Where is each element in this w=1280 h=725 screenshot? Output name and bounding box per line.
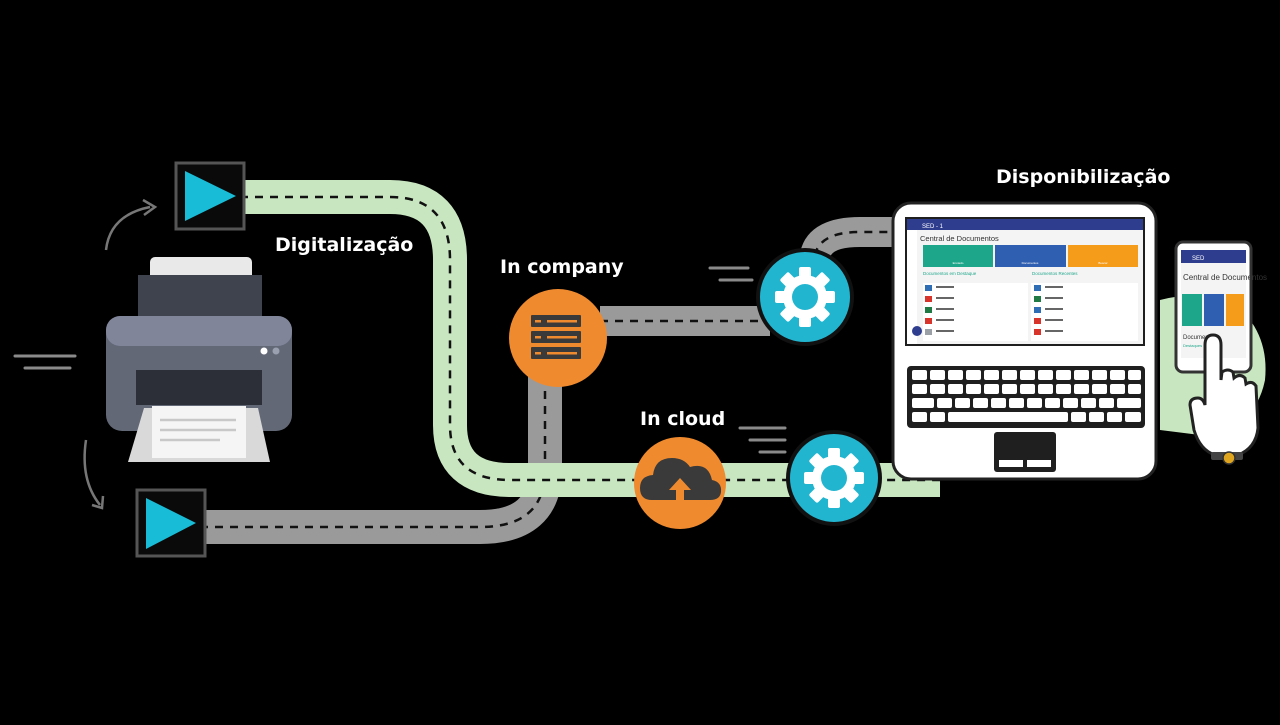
disponibilizacao-label: Disponibilização — [996, 166, 1171, 188]
digitalizacao-label: Digitalização — [275, 234, 414, 256]
phone-app-name: SED — [1192, 256, 1205, 262]
laptop-tile-label: Buscar — [1098, 261, 1107, 265]
gray-path-upper — [600, 217, 920, 336]
laptop-screen-title: Central de Documentos — [920, 234, 999, 243]
laptop-tile-label: Documentos — [1022, 261, 1039, 265]
keyboard — [912, 370, 1141, 422]
play-icon — [135, 488, 207, 558]
laptop-document-list — [923, 283, 1138, 341]
phone-screen-title: Central de Documentos — [1183, 273, 1267, 282]
laptop-tile-label: Enviado — [953, 261, 964, 265]
server-icon — [509, 289, 607, 387]
curved-arrows — [83, 198, 158, 510]
gear-icon — [786, 430, 882, 526]
laptop-app-name: SED - 1 — [922, 224, 944, 230]
smartphone-icon: SED Central de Documentos Documentos Des… — [1174, 240, 1267, 374]
laptop-panel-title: Documentos Recentes — [1032, 271, 1078, 276]
laptop-panel-title: Documentos em Destaque — [923, 271, 977, 276]
printer-icon — [106, 257, 292, 462]
phone-section-sub: Destaques — [1183, 343, 1202, 348]
speed-lines-decoration — [13, 266, 787, 454]
cloud-upload-icon — [634, 437, 726, 529]
green-path — [240, 180, 940, 497]
play-icon — [174, 161, 246, 231]
phone-section-title: Documentos — [1183, 335, 1217, 341]
laptop-icon: SED - 1 Central de Documentos Enviado Do… — [891, 201, 1158, 481]
hand-pointer-icon — [1188, 333, 1260, 465]
in-company-label: In company — [500, 256, 624, 278]
gear-icon — [756, 248, 854, 346]
in-cloud-label: In cloud — [640, 408, 726, 430]
